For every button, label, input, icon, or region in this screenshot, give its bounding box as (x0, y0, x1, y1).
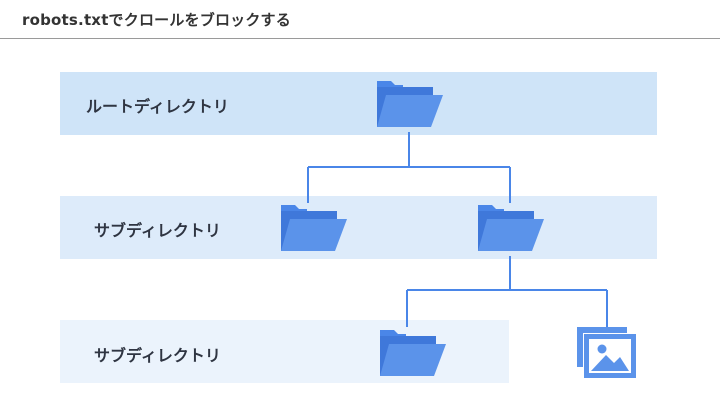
image-file-icon (577, 327, 636, 378)
label-subdirectory-level-2: サブディレクトリ (94, 346, 221, 365)
label-root-directory: ルートディレクトリ (86, 97, 229, 116)
title-divider (0, 38, 720, 39)
folder-icon-subdirectory-left (281, 205, 347, 251)
tree-connectors (307, 132, 608, 327)
folder-icon-root (377, 81, 443, 127)
band-subdirectory-level-1 (60, 196, 657, 259)
page-title: robots.txtでクロールをブロックする (22, 11, 291, 29)
folder-icon-subdirectory-right (478, 205, 544, 251)
label-subdirectory-level-1: サブディレクトリ (94, 221, 221, 240)
band-root-directory (60, 72, 657, 135)
folder-icon-nested-subdirectory (380, 330, 446, 376)
